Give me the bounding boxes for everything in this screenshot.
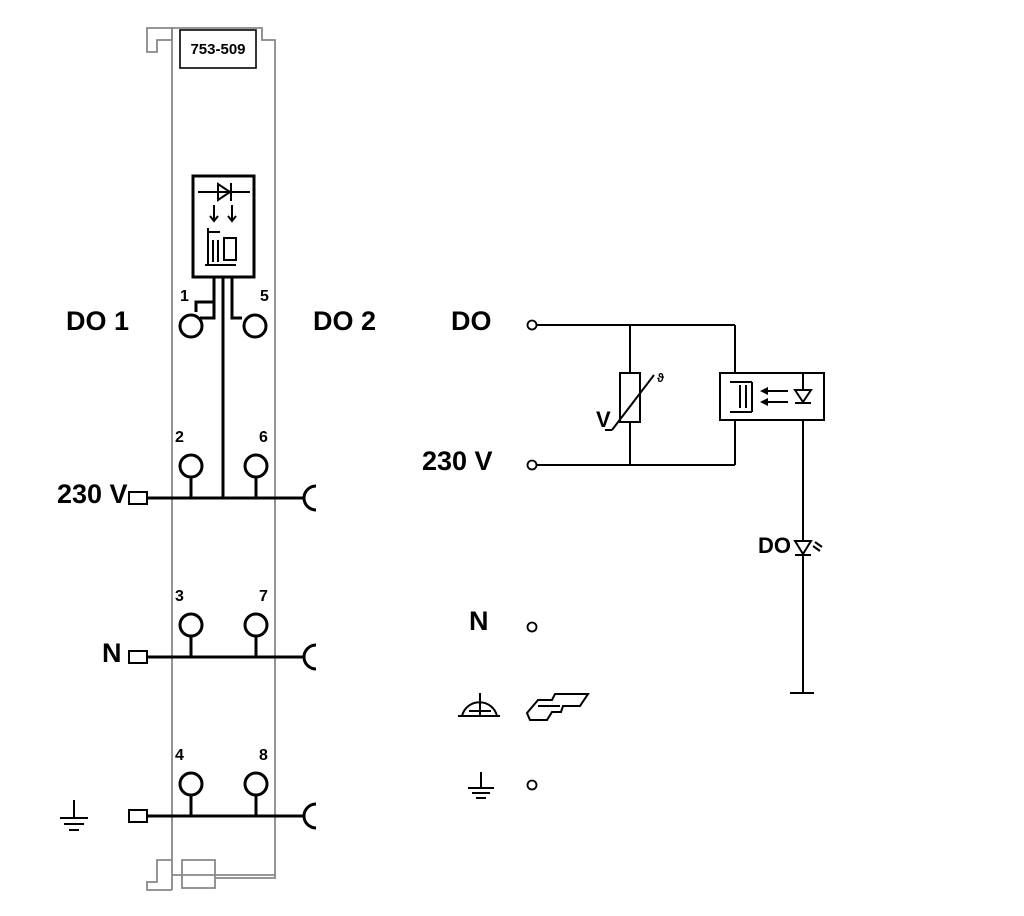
label-do2: DO 2 <box>313 306 376 336</box>
module-wiring <box>194 277 242 498</box>
schematic-label-n: N <box>469 606 489 636</box>
pin-2: 2 <box>175 429 184 446</box>
protective-earth-icon <box>458 693 500 717</box>
terminal-7 <box>243 612 269 638</box>
pin-1: 1 <box>180 288 189 305</box>
terminal-1 <box>178 313 204 339</box>
terminal-3 <box>178 612 204 638</box>
bus-230v <box>128 484 317 512</box>
model-label: 753-509 <box>190 41 245 58</box>
schematic-label-do: DO <box>451 306 492 336</box>
bus-ground <box>128 802 317 830</box>
pin-7: 7 <box>259 588 268 605</box>
pin-4: 4 <box>175 747 184 764</box>
terminal-5 <box>242 313 268 339</box>
din-rail-icon <box>525 693 590 721</box>
ground-icon <box>60 800 88 831</box>
module-housing <box>146 27 276 891</box>
schematic-label-v: V <box>596 407 611 432</box>
pin-6: 6 <box>259 429 268 446</box>
terminal-2 <box>178 453 204 479</box>
schematic: ϑ <box>526 319 825 791</box>
schematic-label-led: DO <box>758 533 791 558</box>
terminals <box>178 313 269 816</box>
optocoupler-block <box>191 174 256 279</box>
model-tag: 753-509 <box>179 29 257 69</box>
varistor-mark: ϑ <box>657 371 664 385</box>
schematic-label-230v: 230 V <box>422 446 493 476</box>
pin-3: 3 <box>175 588 184 605</box>
terminal-8 <box>243 771 269 797</box>
pin-8: 8 <box>259 747 268 764</box>
schematic-optocoupler <box>719 372 825 421</box>
ground-icon-schematic <box>468 772 494 799</box>
led-icon <box>793 540 813 556</box>
pin-numbers: 1 5 2 6 3 7 4 8 <box>175 288 269 764</box>
label-do1: DO 1 <box>66 306 129 336</box>
label-230v-left: 230 V <box>57 479 128 509</box>
label-n-left: N <box>102 638 122 668</box>
terminal-4 <box>178 771 204 797</box>
terminal-6 <box>243 453 269 479</box>
pin-5: 5 <box>260 288 269 305</box>
bus-neutral <box>128 643 317 671</box>
